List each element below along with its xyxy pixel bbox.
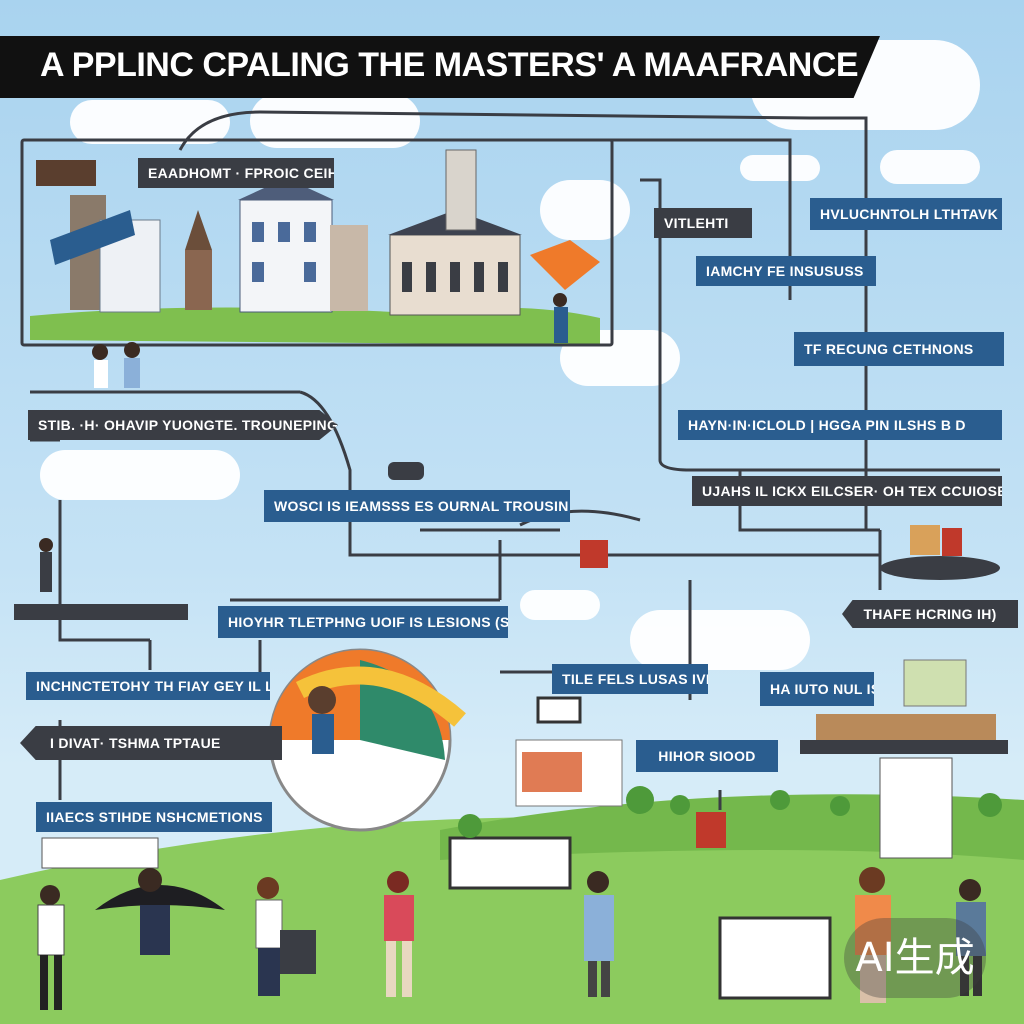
label-top-mid: VITLEHTI bbox=[654, 208, 752, 238]
label-mid-right-1: IAMCHY FE INSUSUSS bbox=[696, 256, 876, 286]
platform-left bbox=[14, 604, 188, 620]
chateau-window bbox=[402, 262, 412, 292]
manor-roof bbox=[238, 178, 334, 200]
label-center-2: HIOYHR TLETPHNG UOIF IS LESIONS (SWINU bbox=[218, 606, 508, 638]
orange-kite bbox=[530, 240, 600, 290]
top-lawn bbox=[30, 307, 600, 345]
label-right-lower-2: THAFE HCRING IH) bbox=[842, 600, 1018, 628]
grass-hill-back bbox=[440, 794, 1024, 860]
display-board bbox=[448, 836, 572, 890]
ai-generated-badge: AI生成 bbox=[844, 918, 986, 998]
manor bbox=[239, 199, 333, 313]
platform bbox=[880, 556, 1000, 580]
medallion-figure bbox=[308, 686, 336, 714]
label-mid-right-2: TF RECUNG CETHNONS bbox=[794, 332, 1004, 366]
storefront-shelf bbox=[522, 752, 582, 792]
chateau-window bbox=[426, 262, 436, 292]
medallion-figure bbox=[312, 714, 334, 754]
chateau-window bbox=[450, 262, 460, 292]
cloud bbox=[540, 180, 630, 240]
building-roof bbox=[185, 210, 212, 250]
display-board bbox=[718, 916, 832, 1000]
chateau-tower bbox=[445, 149, 477, 231]
label-top-left: EAADHOMT · FPROIC CEIHNG bbox=[138, 158, 334, 188]
box bbox=[942, 528, 962, 556]
telescope bbox=[50, 210, 135, 265]
manor-window bbox=[304, 222, 316, 242]
flag bbox=[36, 160, 96, 186]
label-center-small: TILE FELS LUSAS IVD bbox=[552, 664, 708, 694]
chateau-window bbox=[474, 262, 484, 292]
cloud bbox=[40, 450, 240, 500]
manor-window bbox=[252, 262, 264, 282]
medallion-art bbox=[295, 666, 466, 727]
chateau-window bbox=[498, 262, 508, 292]
cloud bbox=[630, 610, 810, 670]
shelf bbox=[800, 740, 1008, 754]
people bbox=[37, 293, 986, 1010]
cloud bbox=[740, 155, 820, 181]
label-center-low: HIHOR SIOOD bbox=[636, 740, 778, 772]
manor-window bbox=[252, 222, 264, 242]
label-left-lower: INCHNCTETOHY TH FIAY GEY IL LESKS bbox=[26, 672, 270, 700]
page-title: A PPLINC CPALING THE MASTERS' A MAAFRANC… bbox=[40, 46, 859, 84]
device bbox=[580, 540, 608, 568]
label-center-1: WOSCI IS IEAMSSS ES OURNAL TROUSIN DIN bbox=[264, 490, 570, 522]
trees bbox=[458, 786, 1002, 838]
building bbox=[330, 225, 368, 311]
label-left-bottom: IIAECS STIHDE NSHCMETIONS bbox=[36, 802, 272, 832]
gauge-widget bbox=[388, 462, 424, 480]
building bbox=[185, 250, 212, 310]
label-left-lower-2: I DIVAT· TSHMA TPTAUE bbox=[20, 726, 282, 760]
manor-window bbox=[304, 262, 316, 282]
label-left-mid: STIB. ·H· OHAVIP YUONGTE. TROUNEPING bbox=[28, 410, 338, 440]
label-right-small: HA IUTO NUL IS bbox=[760, 672, 874, 706]
cart bbox=[696, 812, 726, 848]
screen bbox=[536, 696, 582, 724]
label-right-mid: HAYN·IN·ICLOLD | HGGA PIN ILSHS B D bbox=[678, 410, 1002, 440]
title-bar bbox=[0, 36, 880, 98]
shelf-items bbox=[816, 714, 996, 740]
table-card bbox=[879, 757, 953, 859]
easel-card bbox=[41, 837, 159, 869]
cloud bbox=[70, 100, 230, 144]
side-panel bbox=[903, 659, 967, 707]
cloud bbox=[520, 590, 600, 620]
cloud bbox=[880, 150, 980, 184]
top-panel-frame bbox=[20, 138, 614, 347]
label-top-right: HVLUCHNTOLH LTHTAVK bbox=[810, 198, 1002, 230]
label-right-lower: UJAHS IL ICKX EILCSER· OH TEX CCUIOSEE bbox=[692, 476, 1002, 506]
box bbox=[910, 525, 940, 555]
manor-window bbox=[278, 222, 290, 242]
